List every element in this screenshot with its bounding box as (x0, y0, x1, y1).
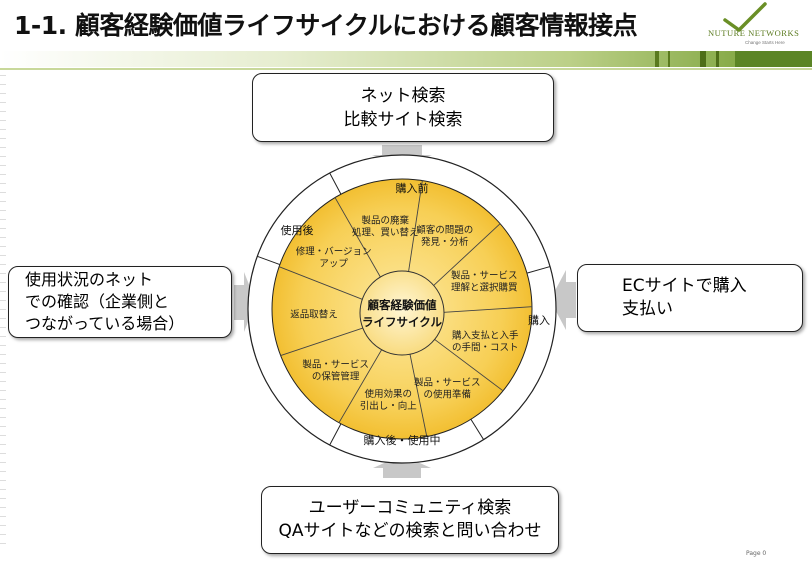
ring-label-before: 購入前 (396, 181, 429, 195)
segment-label: 製品・サービス (302, 359, 369, 371)
box-ec-purchase: ECサイトで購入 支払い (577, 264, 803, 332)
ring-divider (329, 423, 342, 446)
box-right-line1: ECサイトで購入 (622, 276, 747, 296)
segment-label: 製品・サービス (451, 270, 518, 282)
segment-label: 処理、買い替え (352, 227, 419, 239)
segment-divider (433, 223, 501, 286)
center-label-line2: ライフサイクル (362, 315, 442, 329)
box-top-line2: 比較サイト検索 (343, 109, 463, 130)
segment-divider (409, 354, 428, 437)
segment-divider (408, 180, 423, 272)
ring-divider (257, 255, 281, 266)
segment-divider (443, 306, 533, 313)
segment-label: 製品の廃棄 (361, 215, 409, 227)
logo-check-icon (723, 2, 767, 32)
ring-label-after: 使用後 (281, 223, 314, 237)
segment-label: の保管管理 (312, 371, 360, 383)
segment-label: 修理・バージョン (296, 246, 372, 258)
center-label-line1: 顧客経験価値 (368, 298, 437, 312)
box-usage-check: 使用状況のネット での確認（企業側と つながっている場合） (8, 266, 232, 338)
ring-divider (526, 266, 551, 274)
box-bottom-line1: ユーザーコミュニティ検索 (308, 498, 512, 518)
ring-label-after-use: 購入後・使用中 (364, 433, 441, 447)
box-bottom-line2: QAサイトなどの検索と問い合わせ (278, 521, 542, 541)
page-title: 1-1. 顧客経験価値ライフサイクルにおける顧客情報接点 (14, 11, 638, 40)
segment-divider (278, 266, 363, 300)
arrow-left-right (550, 270, 576, 330)
page-number: Page 0 (746, 550, 767, 557)
segment-label: 使用効果の (364, 388, 412, 400)
header-stripe (0, 51, 812, 67)
segment-label: 理解と選択購買 (451, 282, 518, 294)
box-top-line1: ネット検索 (360, 85, 446, 106)
segment-divider (338, 349, 383, 423)
arrow-right-left (234, 272, 256, 332)
segment-label: の手間・コスト (452, 342, 519, 354)
box-community-search: ユーザーコミュニティ検索 QAサイトなどの検索と問い合わせ (261, 486, 559, 554)
center-circle (359, 270, 445, 356)
box-left-line2: での確認（企業側と (25, 292, 170, 311)
segment-label: の使用準備 (424, 388, 472, 400)
box-net-search: ネット検索 比較サイト検索 (252, 73, 554, 142)
header-underline (0, 68, 812, 70)
left-ruler (0, 75, 6, 545)
segment-label: アップ (319, 259, 348, 270)
segment-divider (334, 197, 381, 278)
segment-divider (434, 339, 504, 392)
ring-divider (470, 418, 485, 440)
box-left-line3: つながっている場合） (25, 314, 185, 333)
arrow-up-bottom (373, 455, 431, 478)
segment-label: 顧客の問題の (416, 224, 473, 236)
segment-divider (280, 327, 363, 357)
segment-label: 返品取替え (290, 309, 338, 321)
logo-subtitle: Change Starts Here (745, 40, 785, 45)
segment-label: 引出し・向上 (360, 400, 418, 412)
logo-text: NUTURE NETWORKS (708, 28, 800, 38)
ring-label-purchase: 購入 (528, 313, 550, 327)
box-right-line2: 支払い (622, 299, 673, 319)
segment-label: 購入支払と入手 (452, 330, 519, 342)
ring-divider (329, 172, 342, 195)
box-left-line1: 使用状況のネット (25, 270, 154, 289)
segment-label: 製品・サービス (414, 376, 481, 388)
segment-label: 発見・分析 (421, 236, 469, 248)
